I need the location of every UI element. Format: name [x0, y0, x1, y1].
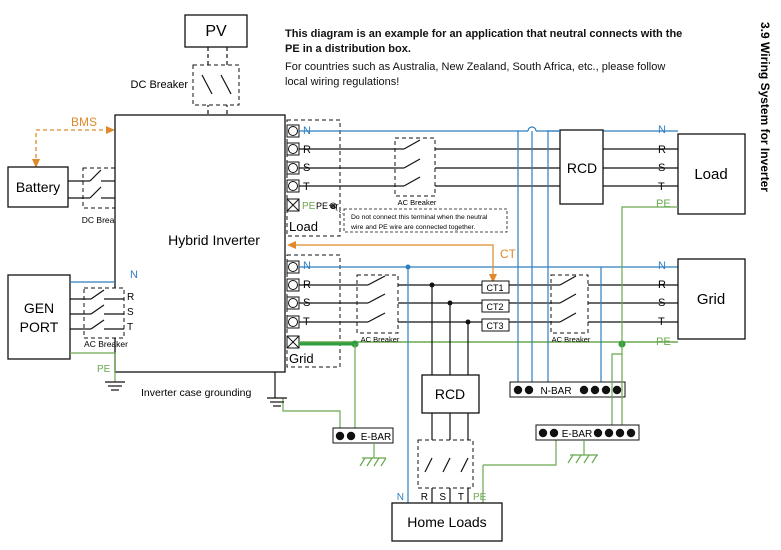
gen-port-block: GEN PORT N R S T AC Breaker PE — [7, 269, 138, 391]
pv-dc-breaker-label: DC Breaker — [131, 79, 189, 91]
e-bar-left-label: E-BAR — [361, 432, 392, 443]
load-ac-breaker-label: AC Breaker — [398, 198, 437, 207]
load-rcd-label: RCD — [567, 160, 597, 176]
ct-label: CT — [500, 247, 517, 261]
home-t-label: T — [458, 492, 464, 503]
load-terminal-pe-or-label: PE or — [316, 201, 339, 211]
load-terminal-r-label: R — [303, 144, 311, 156]
load-port-label: Load — [289, 219, 318, 234]
grid-terminal-n-label: N — [303, 260, 311, 272]
load-terminal-pe-label: PE — [302, 201, 316, 212]
load-terminal-block: N R S T PE PE or ⊗ Load — [286, 119, 341, 237]
gen-label-line-1: GEN — [24, 300, 54, 316]
pv-label: PV — [205, 23, 227, 40]
grid-terminal-block: N R S T Grid — [286, 254, 341, 368]
load-wiring: AC Breaker RCD N R S T PE Load — [299, 124, 746, 215]
ct3-label: CT3 — [486, 321, 503, 331]
grid-right-ac-breaker-label: AC Breaker — [552, 335, 591, 344]
load-r-label: R — [658, 144, 666, 156]
hybrid-inverter-block: Hybrid Inverter — [114, 114, 286, 373]
load-block-label: Load — [694, 166, 727, 183]
grid-r-label: R — [658, 279, 666, 291]
home-loads-label: Home Loads — [407, 514, 486, 530]
n-bar-label: N-BAR — [540, 386, 571, 397]
gen-label-line-2: PORT — [20, 319, 59, 335]
gen-pe-label: PE — [97, 364, 111, 375]
ct2-label: CT2 — [486, 302, 503, 312]
pv-block: PV DC Breaker — [131, 14, 248, 115]
neutral-bus: N-BAR — [509, 130, 626, 398]
pe-wiring: E-BAR E-BAR Inverter case grounding — [141, 206, 678, 467]
home-n-label: N — [397, 492, 404, 503]
ct-block: CT CT1 CT2 CT3 — [287, 241, 517, 332]
grid-block-label: Grid — [697, 291, 725, 308]
grid-s-label: S — [658, 297, 665, 309]
diagram-note-bold-line-1: This diagram is an example for an applic… — [285, 28, 683, 40]
gen-ac-breaker-label: AC Breaker — [84, 339, 128, 349]
section-title-vertical: 3.9 Wiring System for Inverter — [758, 22, 772, 192]
home-rcd-label: RCD — [435, 386, 465, 402]
grid-port-label: Grid — [289, 351, 314, 366]
load-pe-label: PE — [656, 198, 671, 210]
e-bar-right-label: E-BAR — [562, 429, 593, 440]
gen-t-label: T — [127, 322, 133, 333]
battery-block: Battery DC Breaker — [7, 166, 127, 225]
case-grounding-label: Inverter case grounding — [141, 387, 251, 399]
diagram-note-line-2: local wiring regulations! — [285, 76, 400, 88]
home-loads-feed: RCD N R S T PE Home Loads — [391, 264, 557, 542]
bms-label: BMS — [71, 115, 97, 129]
gen-r-label: R — [127, 292, 134, 303]
hybrid-inverter-label: Hybrid Inverter — [168, 232, 260, 248]
battery-label: Battery — [16, 179, 60, 195]
grid-t-label: T — [658, 316, 665, 328]
battery-dc-breaker-label: DC Breaker — [82, 215, 127, 225]
home-pe-label: PE — [473, 492, 487, 503]
gen-s-label: S — [127, 307, 134, 318]
warning-note-line-2: wire and PE wire are connected together. — [350, 224, 475, 231]
load-terminal-cross-symbol: ⊗ — [329, 201, 337, 212]
load-t-label: T — [658, 181, 665, 193]
ct1-label: CT1 — [486, 283, 503, 293]
home-r-label: R — [421, 492, 428, 503]
warning-note-line-1: Do not connect this terminal when the ne… — [351, 214, 488, 221]
gen-n-label: N — [130, 269, 138, 281]
grid-pe-label: PE — [656, 336, 671, 348]
bms-link: BMS — [32, 115, 115, 168]
grid-ac-breaker-label: AC Breaker — [361, 335, 400, 344]
grid-n-label: N — [658, 260, 666, 272]
diagram-note-bold-line-2: PE in a distribution box. — [285, 43, 411, 55]
load-n-label: N — [658, 124, 666, 136]
load-s-label: S — [658, 162, 665, 174]
grid-wiring: AC Breaker AC Breaker N R S T PE Grid — [299, 258, 746, 348]
diagram-note-line-1: For countries such as Australia, New Zea… — [285, 61, 666, 73]
load-terminal-t-label: T — [303, 181, 310, 193]
home-s-label: S — [439, 492, 446, 503]
warning-note: Do not connect this terminal when the ne… — [328, 204, 508, 233]
